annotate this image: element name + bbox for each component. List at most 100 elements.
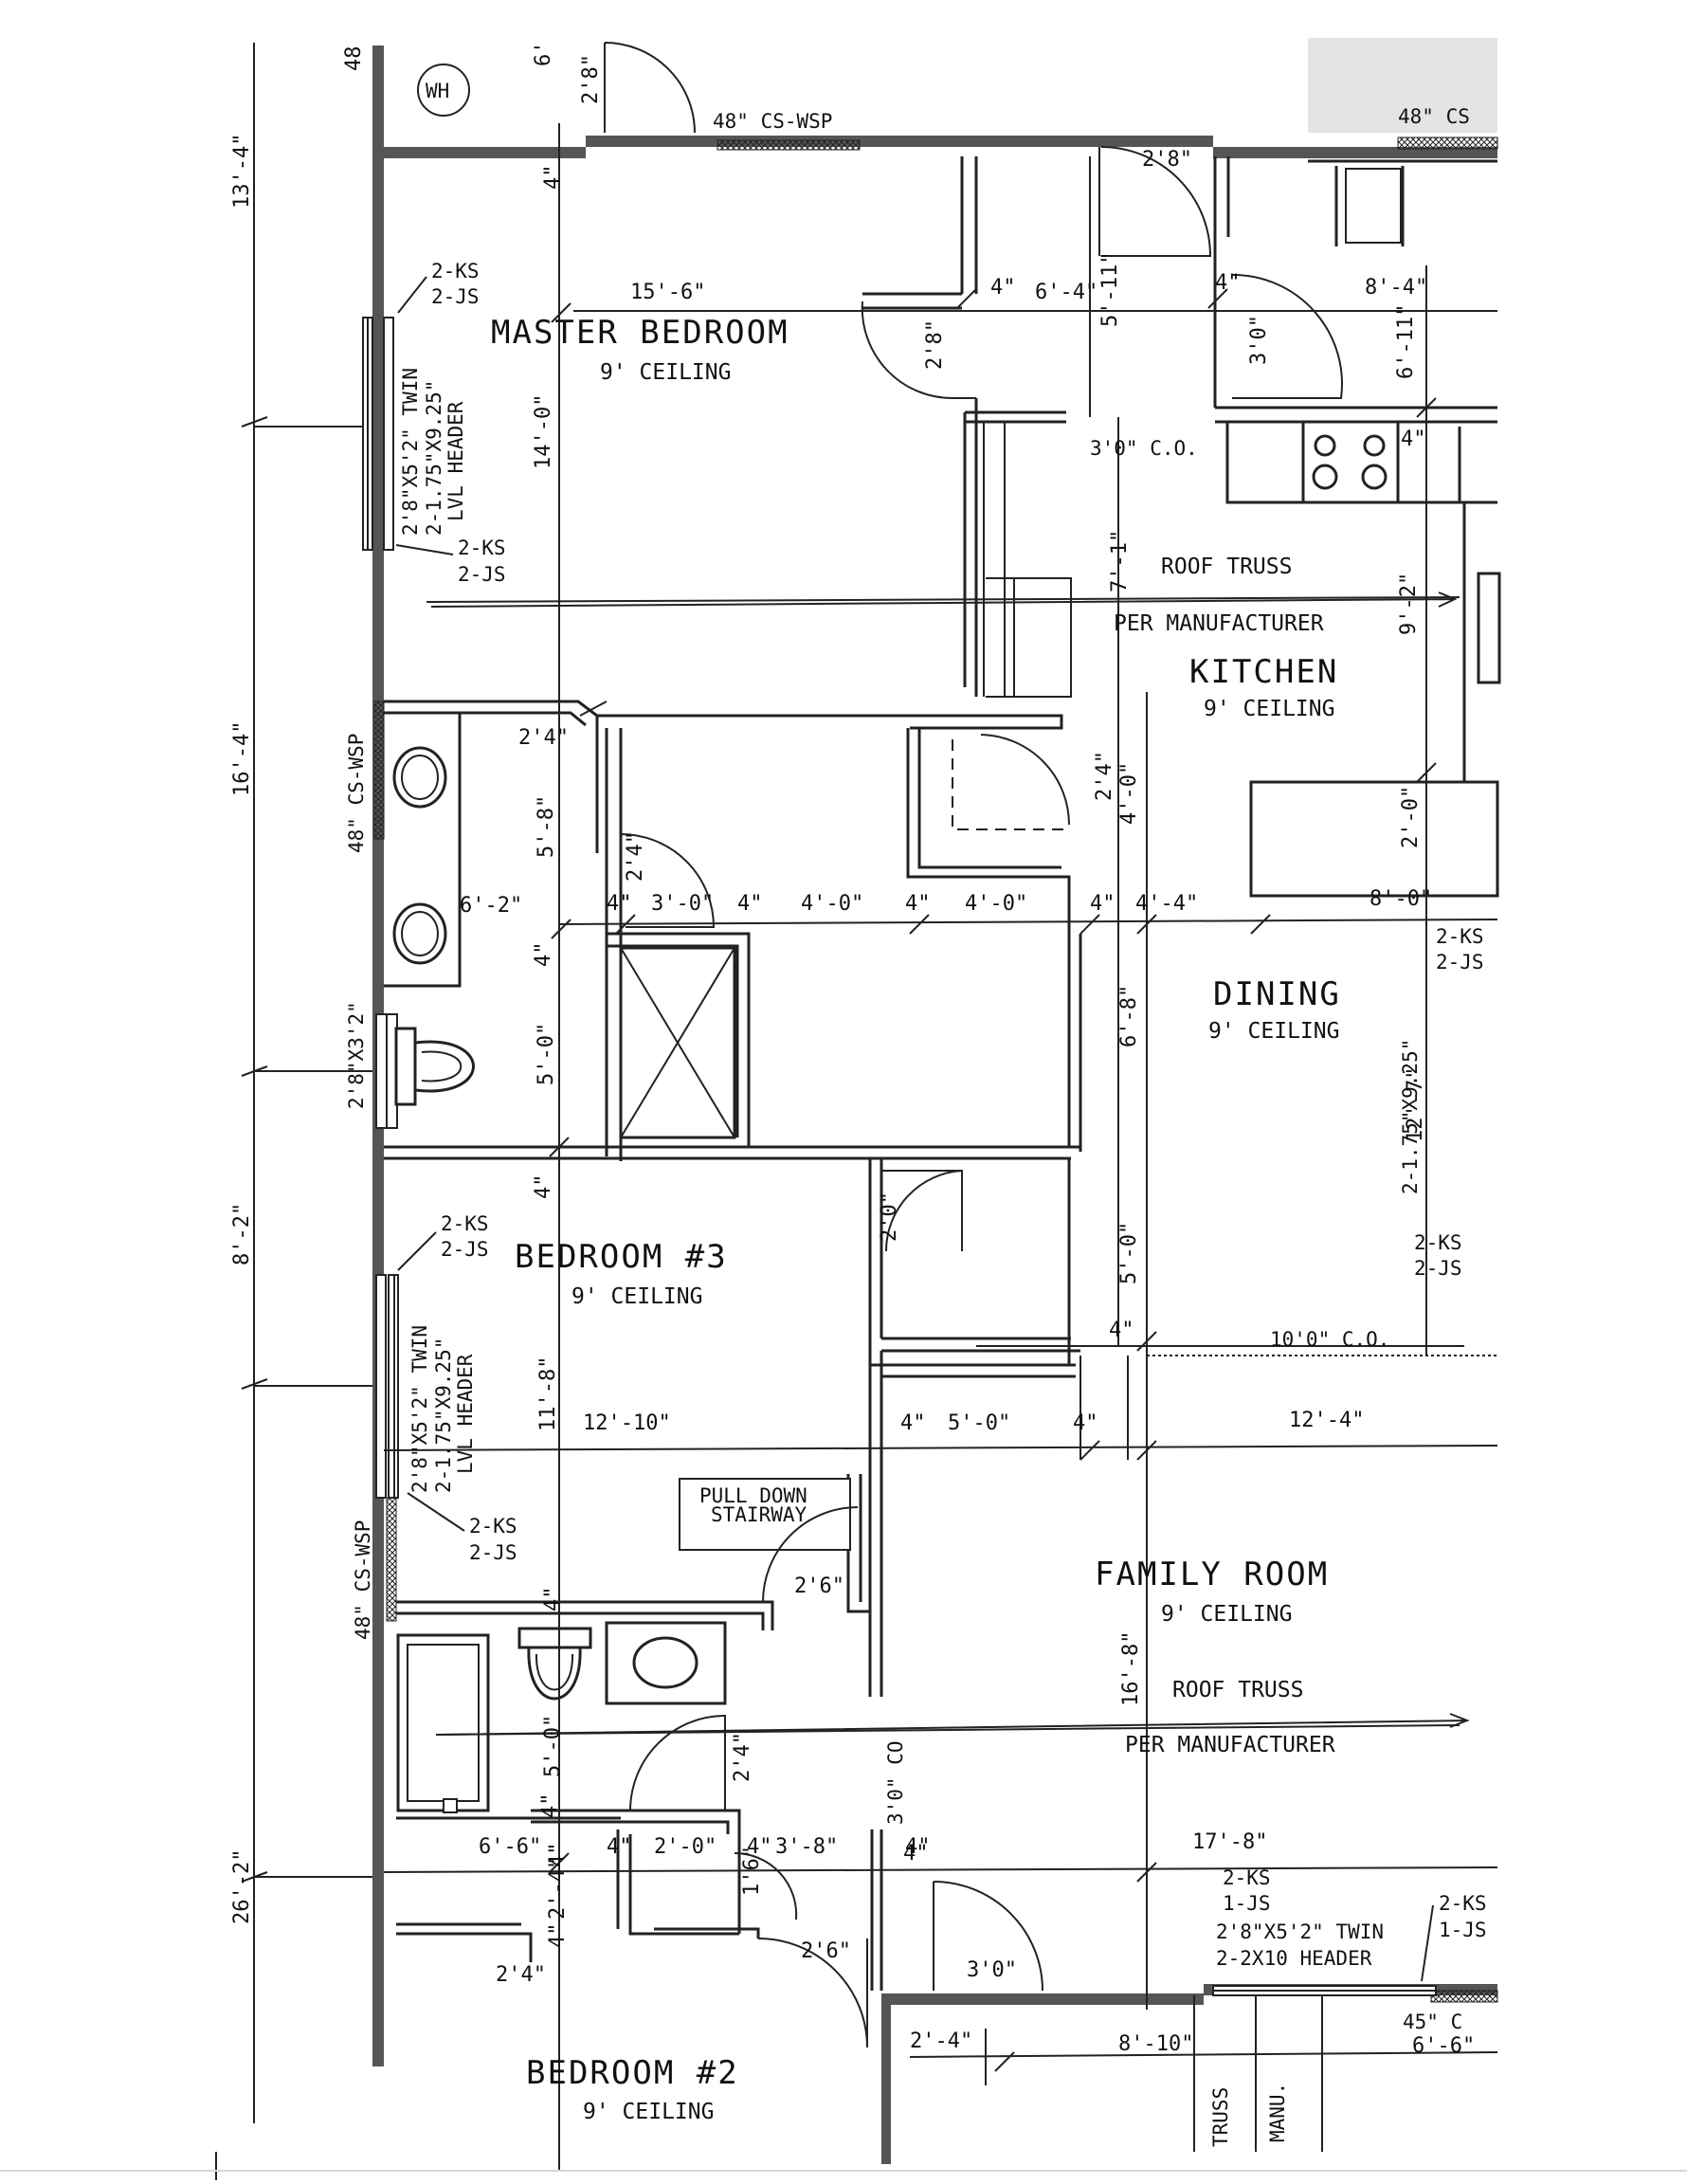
scan-shadow [1308, 38, 1497, 133]
door-swings [579, 42, 1343, 2048]
dim-4-kitchen-right: 4" [1401, 428, 1426, 451]
vanity-sink-1 [392, 746, 447, 809]
note-cs-wsp-bath: 48" CS-WSP [345, 734, 368, 853]
dim-6-11: 6'-11" [1394, 304, 1418, 379]
water-heater: WH [417, 64, 470, 117]
shower [619, 946, 736, 1139]
ceiling-family: 9' CEILING [1161, 1602, 1292, 1627]
ceiling-bedroom-3: 9' CEILING [571, 1284, 702, 1309]
closet-shelves [952, 422, 1072, 830]
dim-15-6: 15'-6" [630, 281, 705, 304]
note-truss: TRUSS [1209, 2087, 1232, 2147]
kitchen-sink [1345, 168, 1402, 244]
ceiling-dining: 9' CEILING [1208, 1019, 1339, 1044]
note-twin-bed3: 2'8"X5'2" TWIN [408, 1325, 431, 1493]
dim-2-4-closet: 2'4" [518, 726, 569, 750]
ceiling-kitchen: 9' CEILING [1204, 697, 1334, 721]
dim-8-4: 8'-4" [1365, 276, 1427, 300]
wsp-panel-top-right [1397, 136, 1498, 150]
per-manufacturer-lower: PER MANUFACTURER [1125, 1733, 1335, 1757]
dim-4-0-closet: 4'-0" [1117, 762, 1141, 825]
vanity-counter [384, 713, 462, 988]
dim-2-0-linen: 2'-0" [654, 1835, 717, 1859]
stairway-label-1: PULL DOWN [699, 1484, 807, 1507]
dim-6-4: 6'-4" [1035, 281, 1097, 304]
dim-3-0-kitchen-door: 3'0" [1247, 315, 1271, 365]
dim-5-11: 5'-11" [1098, 252, 1122, 327]
dim-2-8-master-door: 2'8" [923, 319, 947, 370]
dim-12-10: 12'-10" [583, 1411, 671, 1435]
note-45-c: 45" C [1403, 2011, 1462, 2033]
ceiling-bedroom-2: 9' CEILING [583, 2100, 714, 2124]
dim-4-wic-b: 4" [737, 892, 763, 916]
dimension-labels: 48 6' 2'8" 2'8" 4" 15'-6" 4" 6'-4" 5'-11… [342, 42, 1475, 2059]
note-lvl-dining: 2-1.75"X9.25" [1399, 1039, 1422, 1194]
dim-4-kitchen: 4" [1215, 271, 1241, 295]
note-twin-family: 2'8"X5'2" TWIN [1216, 1920, 1384, 1943]
dim-4-family: 4" [905, 1835, 931, 1859]
note-ks-dining-2: 2-KS [1414, 1231, 1462, 1254]
bathtub [396, 1633, 490, 1813]
dim-4-tub: 4" [538, 1793, 562, 1819]
dim-5-0-closet: 5'-0" [1117, 1222, 1141, 1284]
wsp-panel-bed3 [386, 1497, 397, 1622]
pull-down-stairway: PULL DOWN STAIRWAY [679, 1478, 851, 1551]
dim-2-4-bottom: 2'-4" [910, 2029, 972, 2053]
room-bedroom-2: BEDROOM #2 [526, 2054, 739, 2092]
wsp-panel-bottom-right [1430, 1990, 1498, 2003]
note-ks-family-right: 2-KS [1439, 1892, 1487, 1915]
wsp-panel-bath [373, 701, 385, 840]
dim-4-hall: 4" [900, 1411, 926, 1435]
dim-17-8: 17'-8" [1192, 1830, 1267, 1854]
dim-3-0-wic: 3'-0" [651, 892, 714, 916]
dim-5-0-hall: 5'-0" [948, 1411, 1010, 1435]
interior-walls [384, 156, 1499, 1991]
dim-2-4-bed2-door: 2'4" [496, 1963, 546, 1987]
room-bedroom-3: BEDROOM #3 [515, 1238, 728, 1276]
range-stove [1301, 420, 1400, 504]
note-cs-top-right: 48" CS [1398, 105, 1470, 128]
note-header-2x10: 2-2X10 HEADER [1216, 1947, 1372, 1970]
note-twin-master: 2'8"X5'2" TWIN [399, 368, 422, 536]
window-bath [375, 1013, 398, 1129]
note-js-3: 2-JS [441, 1238, 489, 1261]
window-family [1212, 1985, 1437, 1996]
dim-1-6: 1'6" [740, 1846, 764, 1896]
dim-4-dining: 4" [1090, 892, 1116, 916]
dim-2-6-stair: 2'6" [794, 1574, 844, 1598]
dim-4-closet-mid: 4" [905, 892, 931, 916]
note-js-dining-1: 2-JS [1436, 951, 1484, 974]
dim-2-6-bed2-door: 2'6" [801, 1939, 851, 1963]
per-manufacturer-upper: PER MANUFACTURER [1114, 611, 1324, 636]
dim-4-0-wic: 4'-0" [801, 892, 863, 916]
stairway-label-2: STAIRWAY [711, 1503, 807, 1526]
note-ks-dining-1: 2-KS [1436, 925, 1484, 948]
note-cs-wsp-bed3: 48" CS-WSP [352, 1520, 374, 1640]
dim-12-4: 12'-4" [1289, 1409, 1364, 1432]
note-js-family: 1-JS [1223, 1892, 1271, 1915]
dim-4-bath: 4" [532, 942, 555, 968]
wsp-panel-top [717, 139, 861, 151]
dim-2-0-kitchen: 2'-0" [1399, 786, 1423, 848]
window-bedroom3 [375, 1274, 399, 1499]
dim-6-8: 6'-8" [1117, 985, 1141, 1047]
dim-left-13-4: 13'-4" [230, 134, 254, 209]
room-kitchen: KITCHEN [1189, 653, 1338, 691]
note-ks-2: 2-KS [458, 537, 506, 559]
roof-truss-note-upper: ROOF TRUSS PER MANUFACTURER [430, 555, 1458, 636]
dim-2-4-hallbath-door: 2'4" [731, 1732, 754, 1782]
dim-2-4-bed2: 2'-4" [546, 1857, 570, 1920]
dim-6-6: 6'-6" [479, 1835, 541, 1859]
dim-2-8-top: 2'8" [579, 54, 603, 104]
dim-4-linen: 4" [607, 1835, 632, 1859]
note-lvl-header-bed3: LVL HEADER [454, 1354, 477, 1474]
dim-7-1: 7'-1" [1108, 530, 1132, 592]
water-heater-label: WH [426, 80, 449, 102]
dim-8-0: 8'-0" [1370, 887, 1432, 911]
dim-2-0-bed3-closet: 2'0" [878, 1192, 901, 1242]
note-ks-4: 2-KS [469, 1515, 517, 1538]
dim-8-10: 8'-10" [1118, 2032, 1193, 2056]
dim-5-0-bath: 5'-0" [535, 1023, 558, 1085]
note-lvl-header-master: LVL HEADER [444, 401, 467, 521]
dim-2-4-closet-door: 2'4" [1093, 751, 1116, 801]
